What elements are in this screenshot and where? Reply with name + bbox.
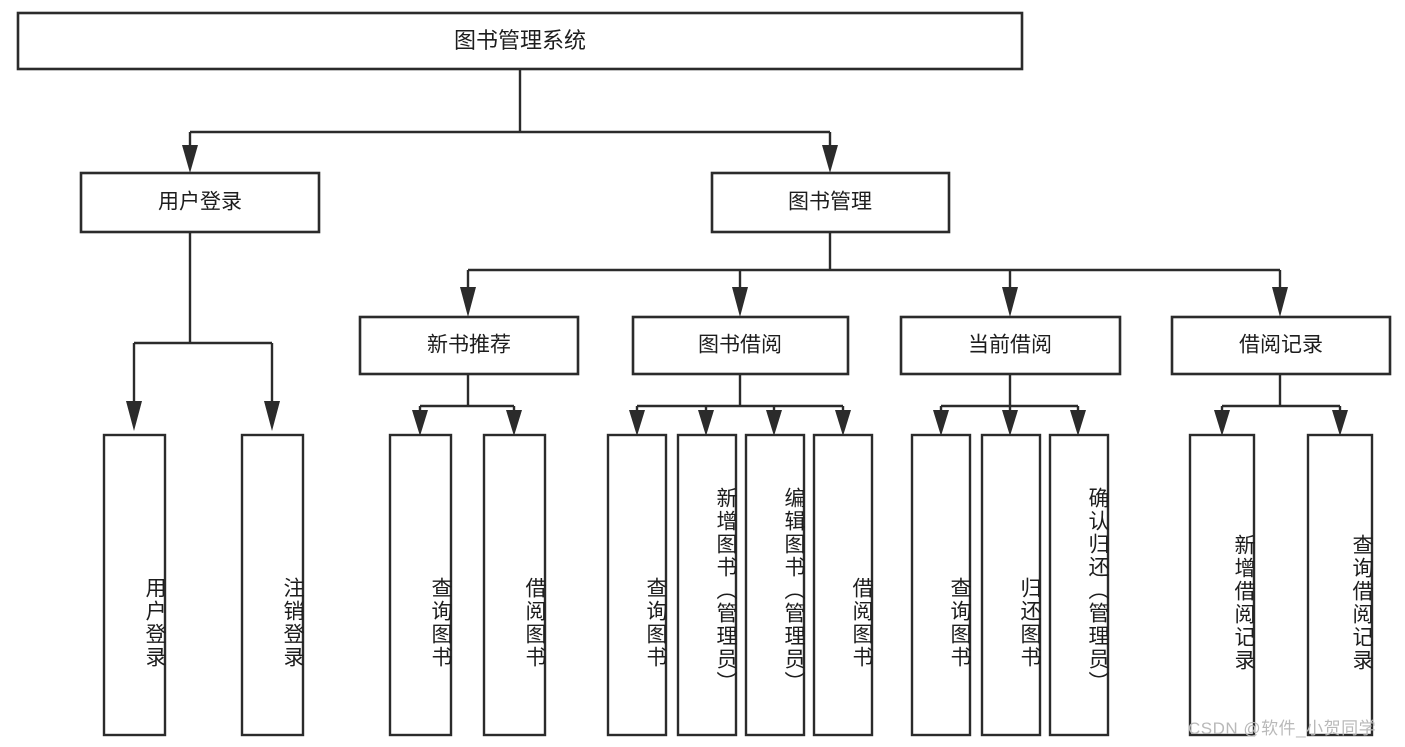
arrowhead-br-leaf-1: [1214, 410, 1230, 436]
node-box-leaf-br-add-record[interactable]: [1188, 433, 1256, 737]
node-box-new-book-recommend[interactable]: [358, 315, 580, 376]
node-box-leaf-cb-confirm-return[interactable]: [1048, 433, 1110, 737]
arrowhead-new-book-recommend: [460, 287, 476, 317]
arrowhead-user-login: [182, 145, 198, 173]
arrowhead-nbr-leaf-2: [506, 410, 522, 436]
arrowhead-br-leaf-2: [1332, 410, 1348, 436]
node-box-leaf-user-login[interactable]: [102, 433, 167, 737]
arrowhead-cb-leaf-3: [1070, 410, 1086, 436]
arrowhead-current-borrow: [1002, 287, 1018, 317]
arrowhead-leaf-logout: [264, 401, 280, 431]
arrowhead-book-manage: [822, 145, 838, 173]
node-label-book-borrow: 图书借阅: [698, 334, 782, 357]
node-box-leaf-nbr-borrow-book[interactable]: [482, 433, 547, 737]
arrowhead-borrow-record: [1272, 287, 1288, 317]
node-label-root: 图书管理系统: [454, 28, 586, 53]
watermark-text: CSDN @软件_小贺同学: [1188, 719, 1377, 738]
node-label-current-borrow: 当前借阅: [968, 334, 1052, 357]
node-box-leaf-logout[interactable]: [240, 433, 305, 737]
node-label-user-login: 用户登录: [158, 191, 242, 214]
node-box-user-login[interactable]: [79, 171, 321, 234]
label-layer: 图书管理系统 用户登录 图书管理 新书推荐 图书借阅 当前借阅 借阅记录: [158, 28, 1323, 357]
node-box-leaf-br-query-record[interactable]: [1306, 433, 1374, 737]
node-box-leaf-bb-add-book[interactable]: [676, 433, 738, 737]
node-box-book-manage[interactable]: [710, 171, 951, 234]
arrowhead-cb-leaf-2: [1002, 410, 1018, 436]
node-box-leaf-cb-return-book[interactable]: [980, 433, 1042, 737]
node-box-leaf-bb-edit-book[interactable]: [744, 433, 806, 737]
node-box-leaf-bb-borrow-book[interactable]: [812, 433, 874, 737]
arrowhead-leaf-user-login: [126, 401, 142, 431]
connector-layer: [126, 69, 1348, 436]
node-box-book-borrow[interactable]: [631, 315, 850, 376]
node-box-borrow-record[interactable]: [1170, 315, 1392, 376]
arrowhead-bb-leaf-1: [629, 410, 645, 436]
node-layer: [16, 11, 1392, 737]
node-label-new-book-recommend: 新书推荐: [427, 334, 511, 357]
arrowhead-bb-leaf-4: [835, 410, 851, 436]
arrowhead-bb-leaf-3: [766, 410, 782, 436]
node-label-borrow-record: 借阅记录: [1239, 334, 1323, 357]
arrowhead-cb-leaf-1: [933, 410, 949, 436]
arrowhead-nbr-leaf-1: [412, 410, 428, 436]
node-box-leaf-cb-query-book[interactable]: [910, 433, 972, 737]
node-box-current-borrow[interactable]: [899, 315, 1122, 376]
node-box-root[interactable]: [16, 11, 1024, 71]
node-box-leaf-bb-query-book[interactable]: [606, 433, 668, 737]
node-label-book-manage: 图书管理: [788, 191, 872, 214]
arrowhead-bb-leaf-2: [698, 410, 714, 436]
arrowhead-book-borrow: [732, 287, 748, 317]
node-box-leaf-nbr-query-book[interactable]: [388, 433, 453, 737]
